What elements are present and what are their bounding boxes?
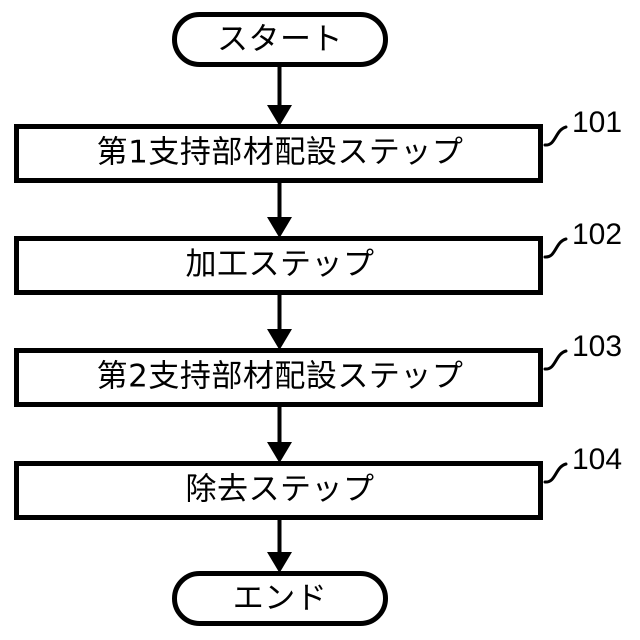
node-start-label: スタート	[217, 22, 343, 58]
leader-line-102	[543, 237, 568, 259]
node-step-104-label: 除去ステップ	[186, 472, 375, 508]
node-step-103: 第2支持部材配設ステップ 103	[14, 330, 622, 407]
connector-104-to-end	[267, 516, 292, 573]
node-end-label: エンド	[233, 581, 328, 617]
leader-line-101	[543, 125, 568, 147]
connector-103-to-104	[267, 403, 292, 463]
node-step-104: 除去ステップ 104	[14, 443, 622, 520]
leader-line-103	[543, 349, 568, 371]
connector-start-to-101	[267, 66, 292, 126]
node-end: エンド	[172, 571, 388, 626]
leader-line-104	[543, 462, 568, 484]
node-start: スタート	[172, 12, 388, 67]
ref-label-101: 101	[572, 106, 622, 139]
node-step-102: 加工ステップ 102	[14, 218, 622, 295]
connector-101-to-102	[267, 183, 292, 238]
node-step-103-label: 第2支持部材配設ステップ	[97, 359, 464, 395]
ref-label-103: 103	[572, 330, 622, 363]
connector-102-to-103	[267, 291, 292, 350]
node-step-102-label: 加工ステップ	[186, 247, 375, 283]
node-step-101-label: 第1支持部材配設ステップ	[97, 135, 464, 171]
ref-label-104: 104	[572, 443, 622, 476]
ref-label-102: 102	[572, 218, 622, 251]
node-step-101: 第1支持部材配設ステップ 101	[14, 106, 622, 183]
